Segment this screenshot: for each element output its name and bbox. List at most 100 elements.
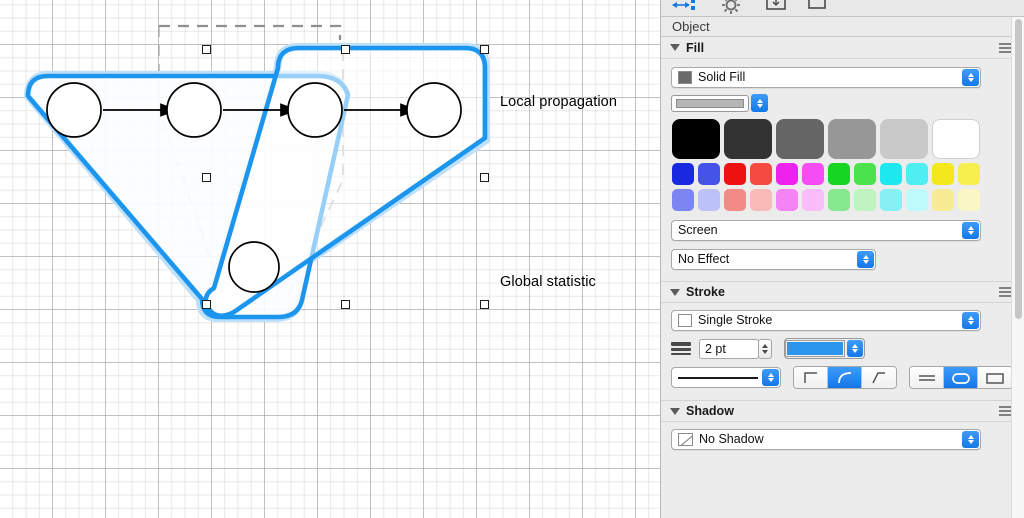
fill-color-swatch[interactable] xyxy=(678,71,692,84)
round-join-icon[interactable] xyxy=(944,367,978,388)
stroke-cap-segmented[interactable] xyxy=(793,366,897,389)
effect-popup[interactable]: No Effect xyxy=(671,249,876,270)
fill-section-header[interactable]: Fill xyxy=(661,37,1024,59)
stroke-join-segmented[interactable] xyxy=(909,366,1013,389)
palette-swatch[interactable] xyxy=(672,163,694,185)
stroke-width-input[interactable]: 2 pt xyxy=(699,338,759,359)
stroke-color-preview xyxy=(785,340,845,357)
gear-icon[interactable] xyxy=(718,0,744,22)
palette-swatch[interactable] xyxy=(776,163,798,185)
stroke-type-stepper-icon[interactable] xyxy=(962,312,979,329)
palette-row-grayscale[interactable] xyxy=(672,119,1013,159)
selection-handle[interactable] xyxy=(202,45,211,54)
palette-swatch[interactable] xyxy=(880,189,902,211)
palette-swatch[interactable] xyxy=(906,189,928,211)
fill-type-popup[interactable]: Solid Fill xyxy=(671,67,981,88)
palette-swatch[interactable] xyxy=(906,163,928,185)
palette-swatch[interactable] xyxy=(802,189,824,211)
import-icon[interactable] xyxy=(763,0,789,22)
shadow-type-popup[interactable]: No Shadow xyxy=(671,429,981,450)
palette-swatch[interactable] xyxy=(932,189,954,211)
palette-swatch[interactable] xyxy=(724,189,746,211)
palette-swatch[interactable] xyxy=(958,189,980,211)
stroke-color-well[interactable] xyxy=(784,338,865,359)
flow-nodes xyxy=(46,82,462,293)
stroke-section-title: Stroke xyxy=(686,285,725,299)
selection-handle[interactable] xyxy=(480,45,489,54)
bevel-cap-icon[interactable] xyxy=(862,367,896,388)
palette-swatch[interactable] xyxy=(724,119,772,159)
canvas-label-global-statistic: Global statistic xyxy=(500,274,596,290)
palette-swatch[interactable] xyxy=(672,189,694,211)
selection-handle[interactable] xyxy=(480,173,489,182)
round-cap-icon[interactable] xyxy=(828,367,862,388)
blend-mode-popup[interactable]: Screen xyxy=(671,220,981,241)
palette-swatch[interactable] xyxy=(724,163,746,185)
stroke-dash-popup[interactable] xyxy=(671,367,781,388)
palette-swatch[interactable] xyxy=(698,189,720,211)
node-circle xyxy=(228,241,280,293)
canvas-vector-layer xyxy=(23,24,490,322)
flat-join-icon[interactable] xyxy=(910,367,944,388)
selection-handle[interactable] xyxy=(202,173,211,182)
disclosure-triangle-icon[interactable] xyxy=(670,407,680,415)
palette-swatch[interactable] xyxy=(880,119,928,159)
disclosure-triangle-icon[interactable] xyxy=(670,44,680,51)
palette-swatch[interactable] xyxy=(698,163,720,185)
selection-handle[interactable] xyxy=(341,300,350,309)
palette-swatch[interactable] xyxy=(776,189,798,211)
effect-label: No Effect xyxy=(678,252,730,267)
inspector-scroll-area[interactable]: Fill Solid Fill xyxy=(661,37,1024,517)
selection-handle[interactable] xyxy=(341,45,350,54)
square-join-icon[interactable] xyxy=(978,367,1012,388)
stroke-dash-stepper-icon[interactable] xyxy=(762,369,779,386)
disclosure-triangle-icon[interactable] xyxy=(670,288,680,296)
selection-handle[interactable] xyxy=(480,300,489,309)
fill-type-label: Solid Fill xyxy=(698,70,746,85)
stroke-type-popup[interactable]: Single Stroke xyxy=(671,310,981,331)
fill-gradient-control[interactable] xyxy=(671,94,768,112)
palette-swatch[interactable] xyxy=(776,119,824,159)
section-menu-icon[interactable] xyxy=(999,287,1014,297)
palette-swatch[interactable] xyxy=(828,119,876,159)
fill-type-stepper-icon[interactable] xyxy=(962,69,979,86)
node-circle xyxy=(46,82,102,138)
palette-swatch[interactable] xyxy=(958,163,980,185)
stroke-width-value: 2 pt xyxy=(705,341,726,356)
palette-row-pale[interactable] xyxy=(672,189,1013,211)
palette-swatch[interactable] xyxy=(854,163,876,185)
palette-swatch[interactable] xyxy=(854,189,876,211)
selection-handle[interactable] xyxy=(202,300,211,309)
palette-swatch[interactable] xyxy=(880,163,902,185)
stroke-color-stepper-icon[interactable] xyxy=(847,340,863,357)
blend-mode-stepper-icon[interactable] xyxy=(962,222,979,239)
shape-icon[interactable] xyxy=(804,0,830,22)
node-circle xyxy=(166,82,222,138)
effect-stepper-icon[interactable] xyxy=(857,251,874,268)
inspector-scrollbar[interactable] xyxy=(1011,17,1024,518)
palette-swatch[interactable] xyxy=(750,163,772,185)
stroke-width-stepper-icon[interactable] xyxy=(758,338,772,359)
shadow-section-header[interactable]: Shadow xyxy=(661,400,1024,422)
dashed-guide-path xyxy=(159,24,342,40)
drawing-canvas[interactable]: Local propagation Global statistic xyxy=(0,0,660,518)
palette-swatch[interactable] xyxy=(750,189,772,211)
scrollbar-thumb[interactable] xyxy=(1015,19,1022,319)
palette-swatch[interactable] xyxy=(932,163,954,185)
gradient-preview[interactable] xyxy=(671,94,749,112)
stroke-section-header[interactable]: Stroke xyxy=(661,281,1024,303)
palette-swatch[interactable] xyxy=(802,163,824,185)
palette-swatch[interactable] xyxy=(672,119,720,159)
palette-swatch[interactable] xyxy=(932,119,980,159)
shadow-type-stepper-icon[interactable] xyxy=(962,431,979,448)
palette-row-bright[interactable] xyxy=(672,163,1013,185)
palette-swatch[interactable] xyxy=(828,163,850,185)
gradient-stepper-icon[interactable] xyxy=(751,94,768,112)
stroke-style-swatch[interactable] xyxy=(678,314,692,327)
color-palette[interactable] xyxy=(661,119,1024,211)
butt-cap-icon[interactable] xyxy=(794,367,828,388)
align-distribute-icon[interactable] xyxy=(671,0,697,22)
palette-swatch[interactable] xyxy=(828,189,850,211)
section-menu-icon[interactable] xyxy=(999,406,1014,416)
section-menu-icon[interactable] xyxy=(999,42,1014,53)
